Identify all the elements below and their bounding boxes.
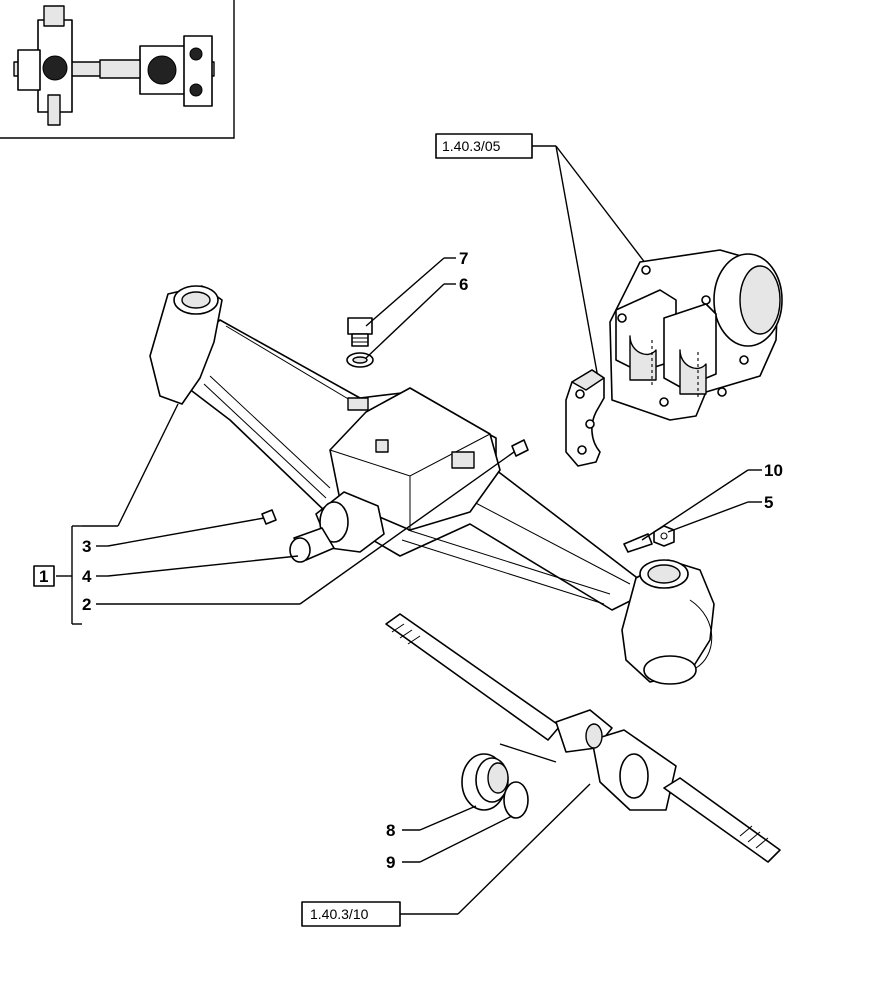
callout-2: 2 [82, 595, 91, 614]
stud-left [261, 509, 277, 525]
item-1-box[interactable]: 1 [33, 565, 55, 587]
filler-plug [347, 317, 373, 347]
callout-numbers: 7 6 10 5 3 4 2 8 9 [82, 249, 783, 872]
callout-leaders [56, 257, 762, 915]
o-ring [503, 781, 529, 819]
final-drive-housing [609, 249, 783, 421]
overview-thumbnail [0, 0, 235, 139]
callout-10: 10 [764, 461, 783, 480]
leader-lines-top-ref [532, 145, 647, 379]
reference-label-bottom: 1.40.3/10 [310, 906, 369, 922]
sealing-washer [346, 352, 374, 368]
callout-5: 5 [764, 493, 773, 512]
callout-7: 7 [459, 249, 468, 268]
callout-8: 8 [386, 821, 395, 840]
reference-label-top: 1.40.3/05 [442, 138, 501, 154]
callout-1: 1 [39, 567, 48, 586]
callout-4: 4 [82, 567, 92, 586]
driveshaft-assembly [385, 613, 781, 863]
bearing-cap [565, 369, 605, 467]
thumbnail-axle-drawing [13, 5, 215, 126]
callout-3: 3 [82, 537, 91, 556]
callout-6: 6 [459, 275, 468, 294]
oil-seal [461, 753, 509, 811]
axle-housing [149, 285, 715, 685]
reference-box-bottom[interactable]: 1.40.3/10 [301, 901, 401, 927]
breather-plug [511, 439, 529, 457]
hex-nut [653, 525, 675, 547]
reference-box-top[interactable]: 1.40.3/05 [435, 133, 533, 159]
callout-9: 9 [386, 853, 395, 872]
